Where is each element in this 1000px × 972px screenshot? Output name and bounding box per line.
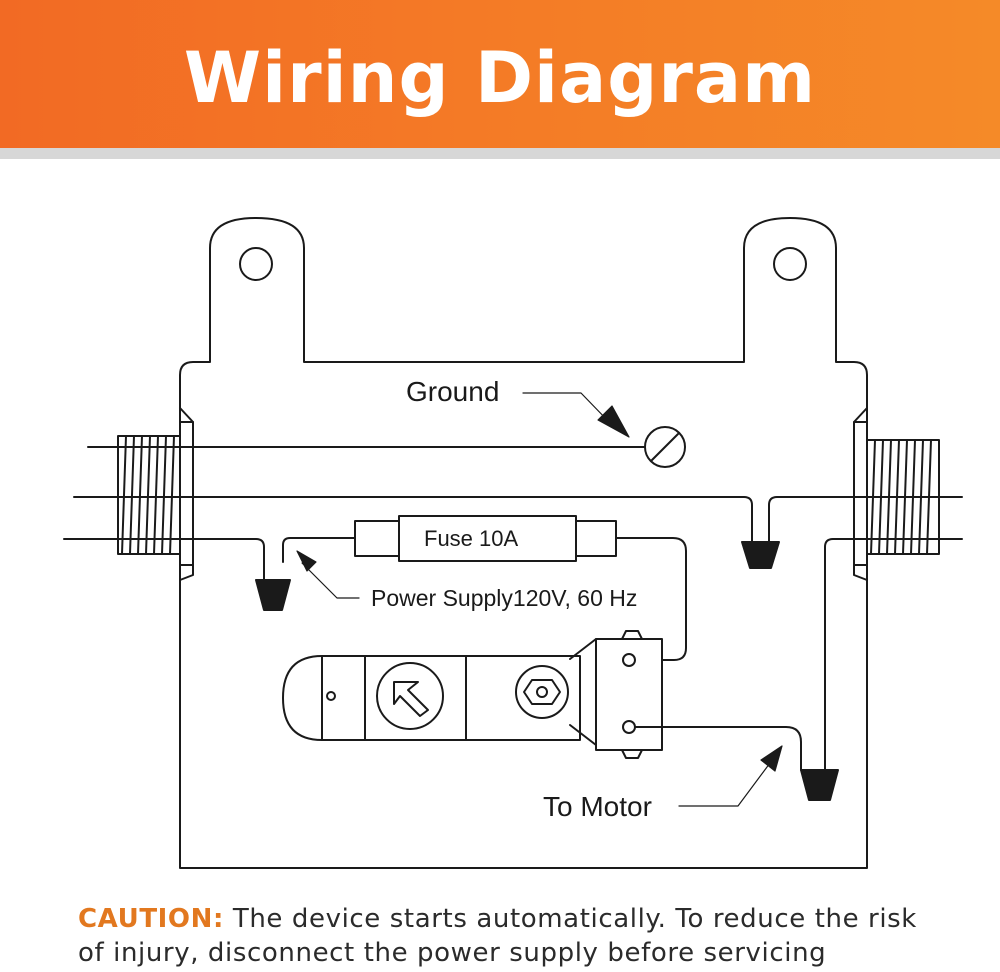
caution-note: CAUTION: The device starts automatically… <box>78 902 978 970</box>
page-title: Wiring Diagram <box>183 37 817 119</box>
caution-line-1: CAUTION: The device starts automatically… <box>78 902 978 936</box>
to-motor-label: To Motor <box>543 791 652 822</box>
caution-text-2: of injury, disconnect the power supply b… <box>78 938 827 968</box>
thermostat-switch <box>282 630 802 771</box>
caution-word: CAUTION: <box>78 904 224 934</box>
supply-wire-lower <box>63 538 265 581</box>
leader-ground <box>522 392 630 438</box>
header-banner <box>0 0 1000 148</box>
wire-nut-left <box>255 579 291 611</box>
conduit-left <box>117 407 194 581</box>
fuse-holder <box>282 515 687 661</box>
motor-wire-lower <box>824 538 963 771</box>
leader-power-supply <box>296 550 360 599</box>
mount-hole-left <box>239 247 273 281</box>
ground-screw <box>644 426 686 468</box>
leader-to-motor <box>678 745 783 807</box>
supply-wire-upper <box>73 496 753 543</box>
header-underline <box>0 148 1000 159</box>
fuse-label: Fuse 10A <box>424 526 518 551</box>
caution-text-1: The device starts automatically. To redu… <box>232 904 917 934</box>
motor-wire-upper <box>768 496 963 543</box>
power-supply-label: Power Supply120V, 60 Hz <box>371 585 637 611</box>
wire-nut-center <box>741 541 780 569</box>
ground-label: Ground <box>406 376 499 407</box>
enclosure-outline <box>179 217 868 869</box>
wire-nut-right <box>800 769 839 801</box>
mount-hole-right <box>773 247 807 281</box>
